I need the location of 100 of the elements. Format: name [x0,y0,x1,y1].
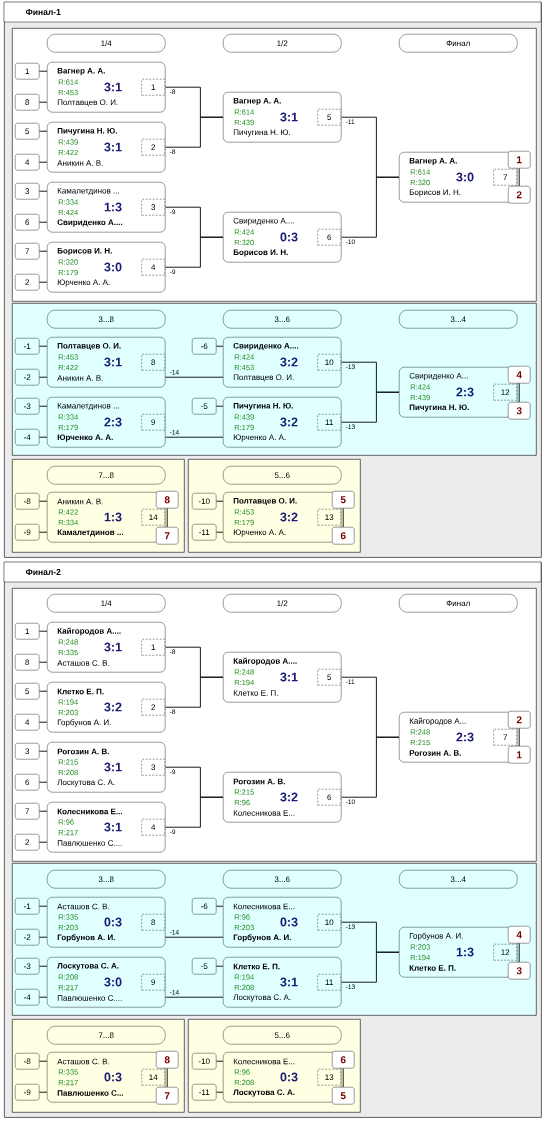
round-header: 1/2 [223,34,342,53]
seed-box: -10 [192,1053,217,1070]
seed-box: 8 [15,654,40,671]
player-name: Борисов И. Н. [233,249,288,257]
score: 1:3 [104,202,122,212]
player-name: Полтавцев О. И. [233,374,294,382]
connector-line [38,500,48,502]
place-badge: 2 [508,711,531,729]
connector-line [342,507,344,528]
connector-line [38,345,48,347]
match-number: 11 [317,974,341,991]
player-name: Лоскутова С. А. [233,994,291,1002]
place-badge: 7 [156,1087,179,1105]
score: 3:0 [456,172,474,182]
seed-box: -4 [15,989,40,1006]
player-name: Павлюшенко С.... [57,995,122,1001]
seed-box: 6 [15,774,40,791]
match-box [223,212,342,263]
connector-line [215,531,224,533]
score: 1:3 [104,512,122,522]
seed-box: -9 [15,524,40,541]
player-name: Колесникова Е... [233,903,295,910]
score: 3:1 [104,642,122,652]
seed-box: -5 [192,958,217,975]
seed-box: -2 [15,929,40,946]
connector-line [164,796,224,828]
score: 0:3 [280,1072,298,1082]
seed-box: 2 [15,834,40,851]
round-header: 3...6 [223,310,342,329]
seed-box: 1 [15,63,40,80]
match-box [47,682,166,733]
player-name: Горбунов А. И. [233,934,291,942]
connector-line [215,1060,224,1062]
player-name: Колесникова Е... [233,810,295,816]
player-name: Свириденко А.... [233,342,299,351]
seed-box: 7 [15,803,40,820]
player-name: Аникин А. В. [57,375,103,381]
match-number: 8 [141,354,165,371]
seed-box: 5 [15,683,40,700]
seed-box: -5 [192,398,217,415]
score: 3:2 [104,702,122,712]
score: 2:3 [104,417,122,427]
connector-line [38,161,48,163]
player-name: Юрченко А. А. [57,279,110,287]
seed-box: 2 [15,274,40,291]
match-number: 2 [141,139,165,156]
connector-line [518,167,520,187]
seed-box: -9 [15,1084,40,1101]
score: 3:0 [104,262,122,272]
player-name: Юрченко А. А. [57,434,113,442]
seed-box: -11 [192,524,217,541]
player-name: Борисов И. Н. [409,189,461,197]
score: 3:1 [104,82,122,92]
match-number: 1 [141,79,165,96]
round-header: 3...4 [399,870,518,889]
place-badge: 3 [508,402,531,420]
seed-box: 7 [15,243,40,260]
match-box [47,122,166,173]
connector-line [164,116,224,148]
match-box [223,772,342,823]
connector-line [166,507,168,528]
place-badge: 4 [508,926,531,944]
match-box [47,897,166,948]
connector-line [164,936,224,938]
round-header: 3...4 [399,310,518,329]
seed-box: -3 [15,398,40,415]
match-number: 13 [317,509,341,526]
match-box [47,182,166,233]
match-box [223,957,342,1008]
place-badge: 2 [508,186,531,204]
connector-line [38,965,48,967]
player-name: Кайгородов А.... [57,627,121,636]
score: 3:1 [280,977,298,987]
player-name: Борисов И. Н. [57,247,112,256]
match-box [47,742,166,793]
seed-box: 5 [15,123,40,140]
match-number: 6 [317,789,341,806]
match-box [47,622,166,673]
round-header: 5...6 [223,466,342,485]
player-name: Свириденко А.... [233,217,294,226]
connector-line [38,1060,48,1062]
match-number: 7 [493,729,517,746]
match-number: 14 [141,1069,165,1086]
connector-line [38,781,48,783]
match-number: 10 [317,914,341,931]
match-number: 10 [317,354,341,371]
connector-line [340,391,400,423]
match-box [47,242,166,293]
match-box [223,897,342,948]
match-box [47,957,166,1008]
player-name: Пичугина Н. Ю. [233,402,293,411]
seed-box: 4 [15,714,40,731]
seed-box: -3 [15,958,40,975]
score: 3:1 [104,357,122,367]
player-name: Аникин А. В. [57,498,103,505]
connector-line [38,376,48,378]
connector-line [215,905,224,907]
match-number: 9 [141,414,165,431]
seed-box: 8 [15,94,40,111]
place-badge: 1 [508,151,531,169]
